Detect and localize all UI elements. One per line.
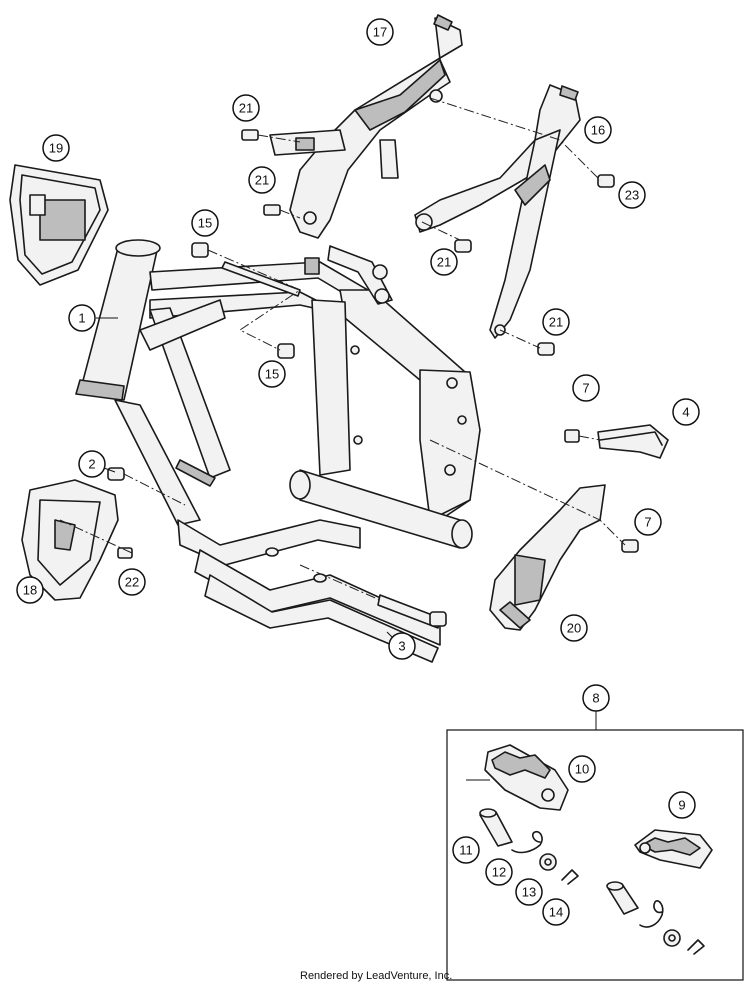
footpeg-pins [479, 808, 639, 915]
svg-text:13: 13 [522, 885, 536, 900]
callout-17: 17 [366, 18, 394, 46]
svg-text:22: 22 [125, 575, 139, 590]
svg-text:20: 20 [567, 621, 581, 636]
svg-text:7: 7 [582, 381, 589, 396]
callout-7-lower: 7 [634, 508, 662, 536]
svg-text:7: 7 [644, 515, 651, 530]
footpeg-springs [511, 830, 664, 928]
svg-text:15: 15 [265, 367, 279, 382]
frame-guard-right [489, 484, 606, 631]
svg-text:3: 3 [398, 639, 405, 654]
callout-7-upper: 7 [572, 374, 600, 402]
svg-text:17: 17 [373, 25, 387, 40]
svg-text:11: 11 [459, 843, 473, 858]
footpeg-right [484, 744, 569, 811]
callout-12: 12 [485, 858, 513, 886]
svg-text:4: 4 [682, 405, 689, 420]
callout-15-lower: 15 [258, 360, 286, 388]
callout-16: 16 [584, 116, 612, 144]
callout-8: 8 [582, 684, 610, 712]
svg-text:9: 9 [678, 798, 685, 813]
callout-11: 11 [452, 836, 480, 864]
callout-13: 13 [515, 878, 543, 906]
render-credit: Rendered by LeadVenture, Inc. [300, 970, 453, 982]
callout-15-upper: 15 [191, 209, 219, 237]
callout-1: 1 [68, 304, 96, 332]
svg-text:23: 23 [625, 188, 639, 203]
callout-19: 19 [42, 134, 70, 162]
footpeg-clips [561, 869, 705, 955]
svg-text:19: 19 [49, 141, 63, 156]
svg-text:10: 10 [575, 762, 589, 777]
callout-9: 9 [668, 791, 696, 819]
svg-text:21: 21 [255, 173, 269, 188]
callout-18: 18 [16, 576, 44, 604]
callout-10: 10 [568, 755, 596, 783]
subframe-upper-right [414, 84, 581, 339]
svg-text:18: 18 [23, 583, 37, 598]
frame-guard-left [21, 479, 119, 601]
callout-3: 3 [388, 632, 416, 660]
callout-21-d: 21 [542, 308, 570, 336]
number-plate-headlight [9, 164, 109, 286]
svg-text:14: 14 [549, 905, 563, 920]
main-frame [75, 239, 481, 663]
svg-text:8: 8 [592, 691, 599, 706]
callout-20: 20 [560, 614, 588, 642]
footpeg-washers [539, 853, 681, 947]
chain-slider [597, 424, 669, 459]
callout-14: 14 [542, 898, 570, 926]
svg-text:1: 1 [78, 311, 85, 326]
callout-23: 23 [618, 181, 646, 209]
svg-text:15: 15 [198, 216, 212, 231]
callout-21-a: 21 [232, 94, 260, 122]
svg-text:2: 2 [88, 457, 95, 472]
svg-text:16: 16 [591, 123, 605, 138]
callout-2: 2 [78, 450, 106, 478]
subframe-upper-left [269, 14, 463, 239]
svg-text:21: 21 [549, 315, 563, 330]
assembly-lines [59, 97, 626, 601]
callout-21-b: 21 [248, 166, 276, 194]
svg-text:21: 21 [437, 255, 451, 270]
footpeg-kit-box [446, 729, 744, 981]
svg-text:21: 21 [239, 101, 253, 116]
footpeg-left [634, 829, 713, 869]
callout-4: 4 [672, 398, 700, 426]
svg-text:12: 12 [492, 865, 506, 880]
callout-21-c: 21 [430, 248, 458, 276]
callout-22: 22 [118, 568, 146, 596]
